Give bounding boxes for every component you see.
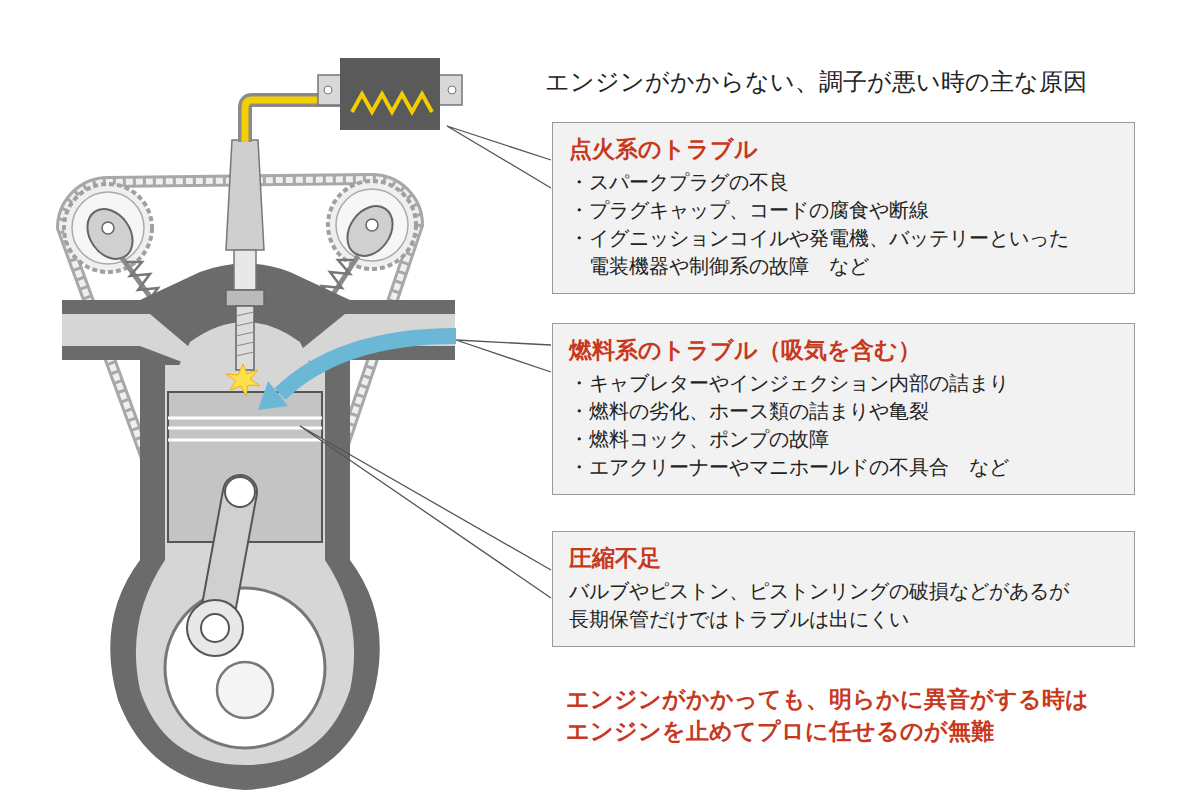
- box-body-text: ・燃料の劣化、ホース類の詰まりや亀裂: [569, 397, 1118, 425]
- box-heading: 燃料系のトラブル（吸気を含む）: [569, 335, 1118, 366]
- box-body-text: ・エアクリーナーやマニホールドの不具合 など: [569, 453, 1118, 481]
- warning-note: エンジンがかかっても、明らかに異音がする時は エンジンを止めてプロに任せるのが無…: [566, 683, 1136, 747]
- box-body-text: ・プラグキャップ、コードの腐食や断線: [569, 196, 1118, 224]
- spark: [226, 364, 260, 396]
- box-heading: 圧縮不足: [569, 543, 1118, 574]
- box-body-text: ・イグニッションコイルや発電機、バッテリーといった 電装機器や制御系の故障 など: [569, 224, 1118, 280]
- cam-gear-right: [328, 181, 416, 269]
- intake-arrow: [258, 336, 456, 410]
- cam-gear-left: [64, 184, 152, 272]
- cylinder-block: [110, 365, 380, 790]
- box-body-text: ・スパークプラグの不良: [569, 168, 1118, 196]
- piston: [168, 392, 322, 656]
- box-body-text: ・キャブレターやインジェクション内部の詰まり: [569, 369, 1118, 397]
- box-body-text: ・燃料コック、ポンプの故障: [569, 425, 1118, 453]
- page-title: エンジンがかからない、調子が悪い時の主な原因: [545, 67, 1087, 98]
- spark-plug: [226, 140, 264, 378]
- leader-lines: [300, 126, 551, 598]
- box-body-text: バルブやピストン、ピストンリングの破損などがあるが 長期保管だけではトラブルは出…: [569, 577, 1118, 633]
- ignition-coil: [245, 58, 462, 142]
- cause-box: 燃料系のトラブル（吸気を含む） ・キャブレターやインジェクション内部の詰まり・燃料…: [552, 323, 1135, 495]
- box-heading: 点火系のトラブル: [569, 134, 1118, 165]
- cause-box: 点火系のトラブル・スパークプラグの不良・プラグキャップ、コードの腐食や断線・イグ…: [552, 122, 1135, 294]
- cylinder-head: [62, 264, 455, 373]
- cause-box: 圧縮不足バルブやピストン、ピストンリングの破損などがあるが 長期保管だけではトラ…: [552, 531, 1135, 647]
